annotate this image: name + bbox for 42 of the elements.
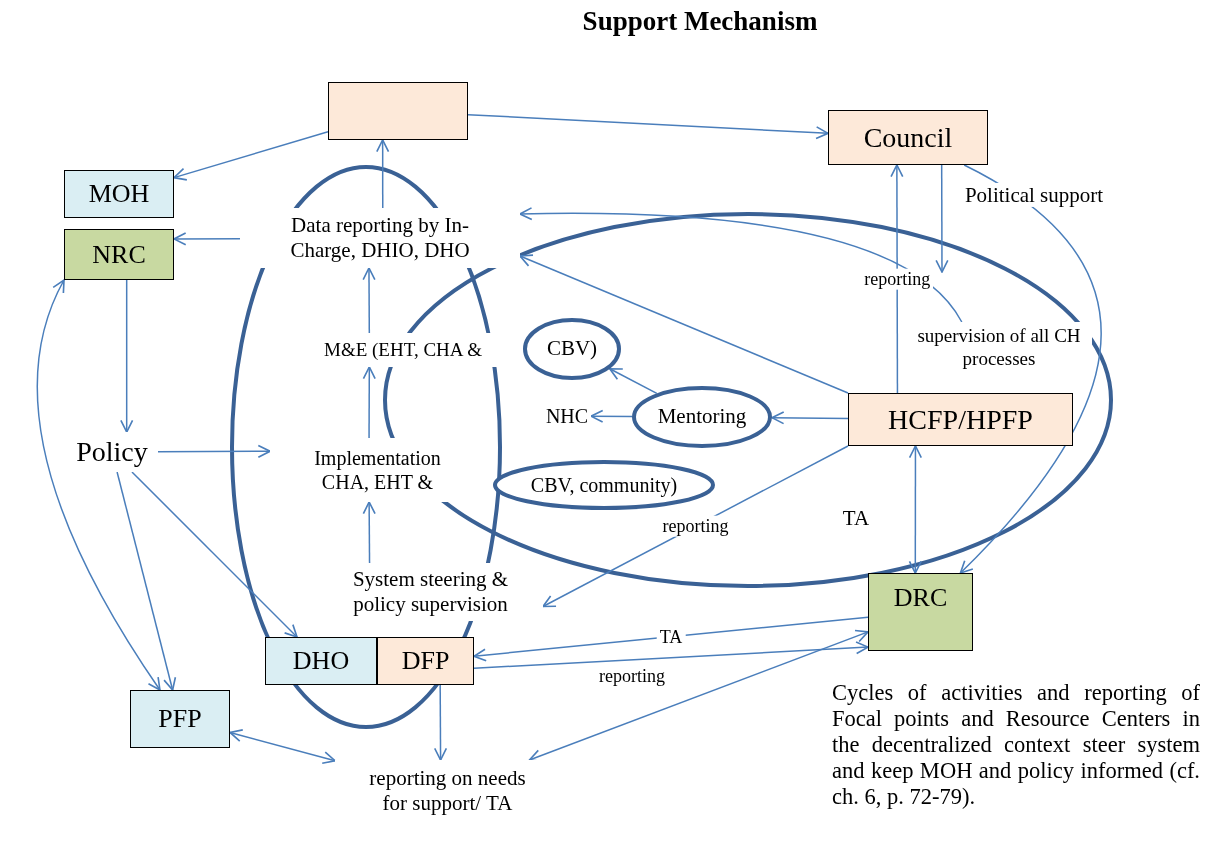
process-box: HCFP/HPFP [848, 393, 1073, 446]
arrow [173, 131, 329, 181]
edge-label: reporting [659, 515, 732, 537]
arrow [362, 501, 376, 564]
arrow [608, 367, 658, 395]
ellipse-node: Mentoring [632, 386, 772, 448]
arrow [473, 616, 869, 662]
empty-box [328, 82, 468, 140]
arrow [959, 164, 1102, 574]
arrow [890, 164, 904, 394]
process-box: DFP [377, 637, 474, 685]
arrow [519, 254, 849, 394]
arrow [131, 471, 298, 638]
arrow [467, 113, 829, 140]
arrow [116, 471, 177, 691]
arrow [473, 641, 869, 669]
note-text: Cycles of activities and reporting of Focal points and Resource Centers in the decentralized context steer system and keep MOH and policy informed (cf. ch. 6, p. 72-79). [832, 680, 1200, 811]
arrow [120, 279, 134, 433]
process-box: PFP [130, 690, 230, 748]
arrow [157, 444, 271, 458]
arrow [771, 411, 849, 425]
process-box: NRC [64, 229, 174, 280]
arrow [908, 445, 923, 574]
ellipse-node: CBV, community) [493, 460, 715, 510]
arrow [528, 629, 869, 763]
process-box: DHO [265, 637, 377, 685]
arrow [935, 164, 949, 273]
arrow [376, 139, 390, 209]
arrow [362, 267, 376, 334]
arrow [362, 366, 376, 439]
arrow [36, 279, 161, 691]
arrow [519, 207, 963, 323]
ellipse-node: CBV) [523, 318, 621, 380]
arrow [229, 729, 336, 765]
arrow [433, 684, 448, 761]
arrow [590, 409, 633, 423]
arrow [173, 232, 241, 246]
process-box: DRC [868, 573, 973, 651]
diagram-title: Support Mechanism [581, 6, 819, 37]
process-box: Council [828, 110, 988, 165]
edge-label: reporting [861, 268, 934, 290]
process-box: MOH [64, 170, 174, 218]
